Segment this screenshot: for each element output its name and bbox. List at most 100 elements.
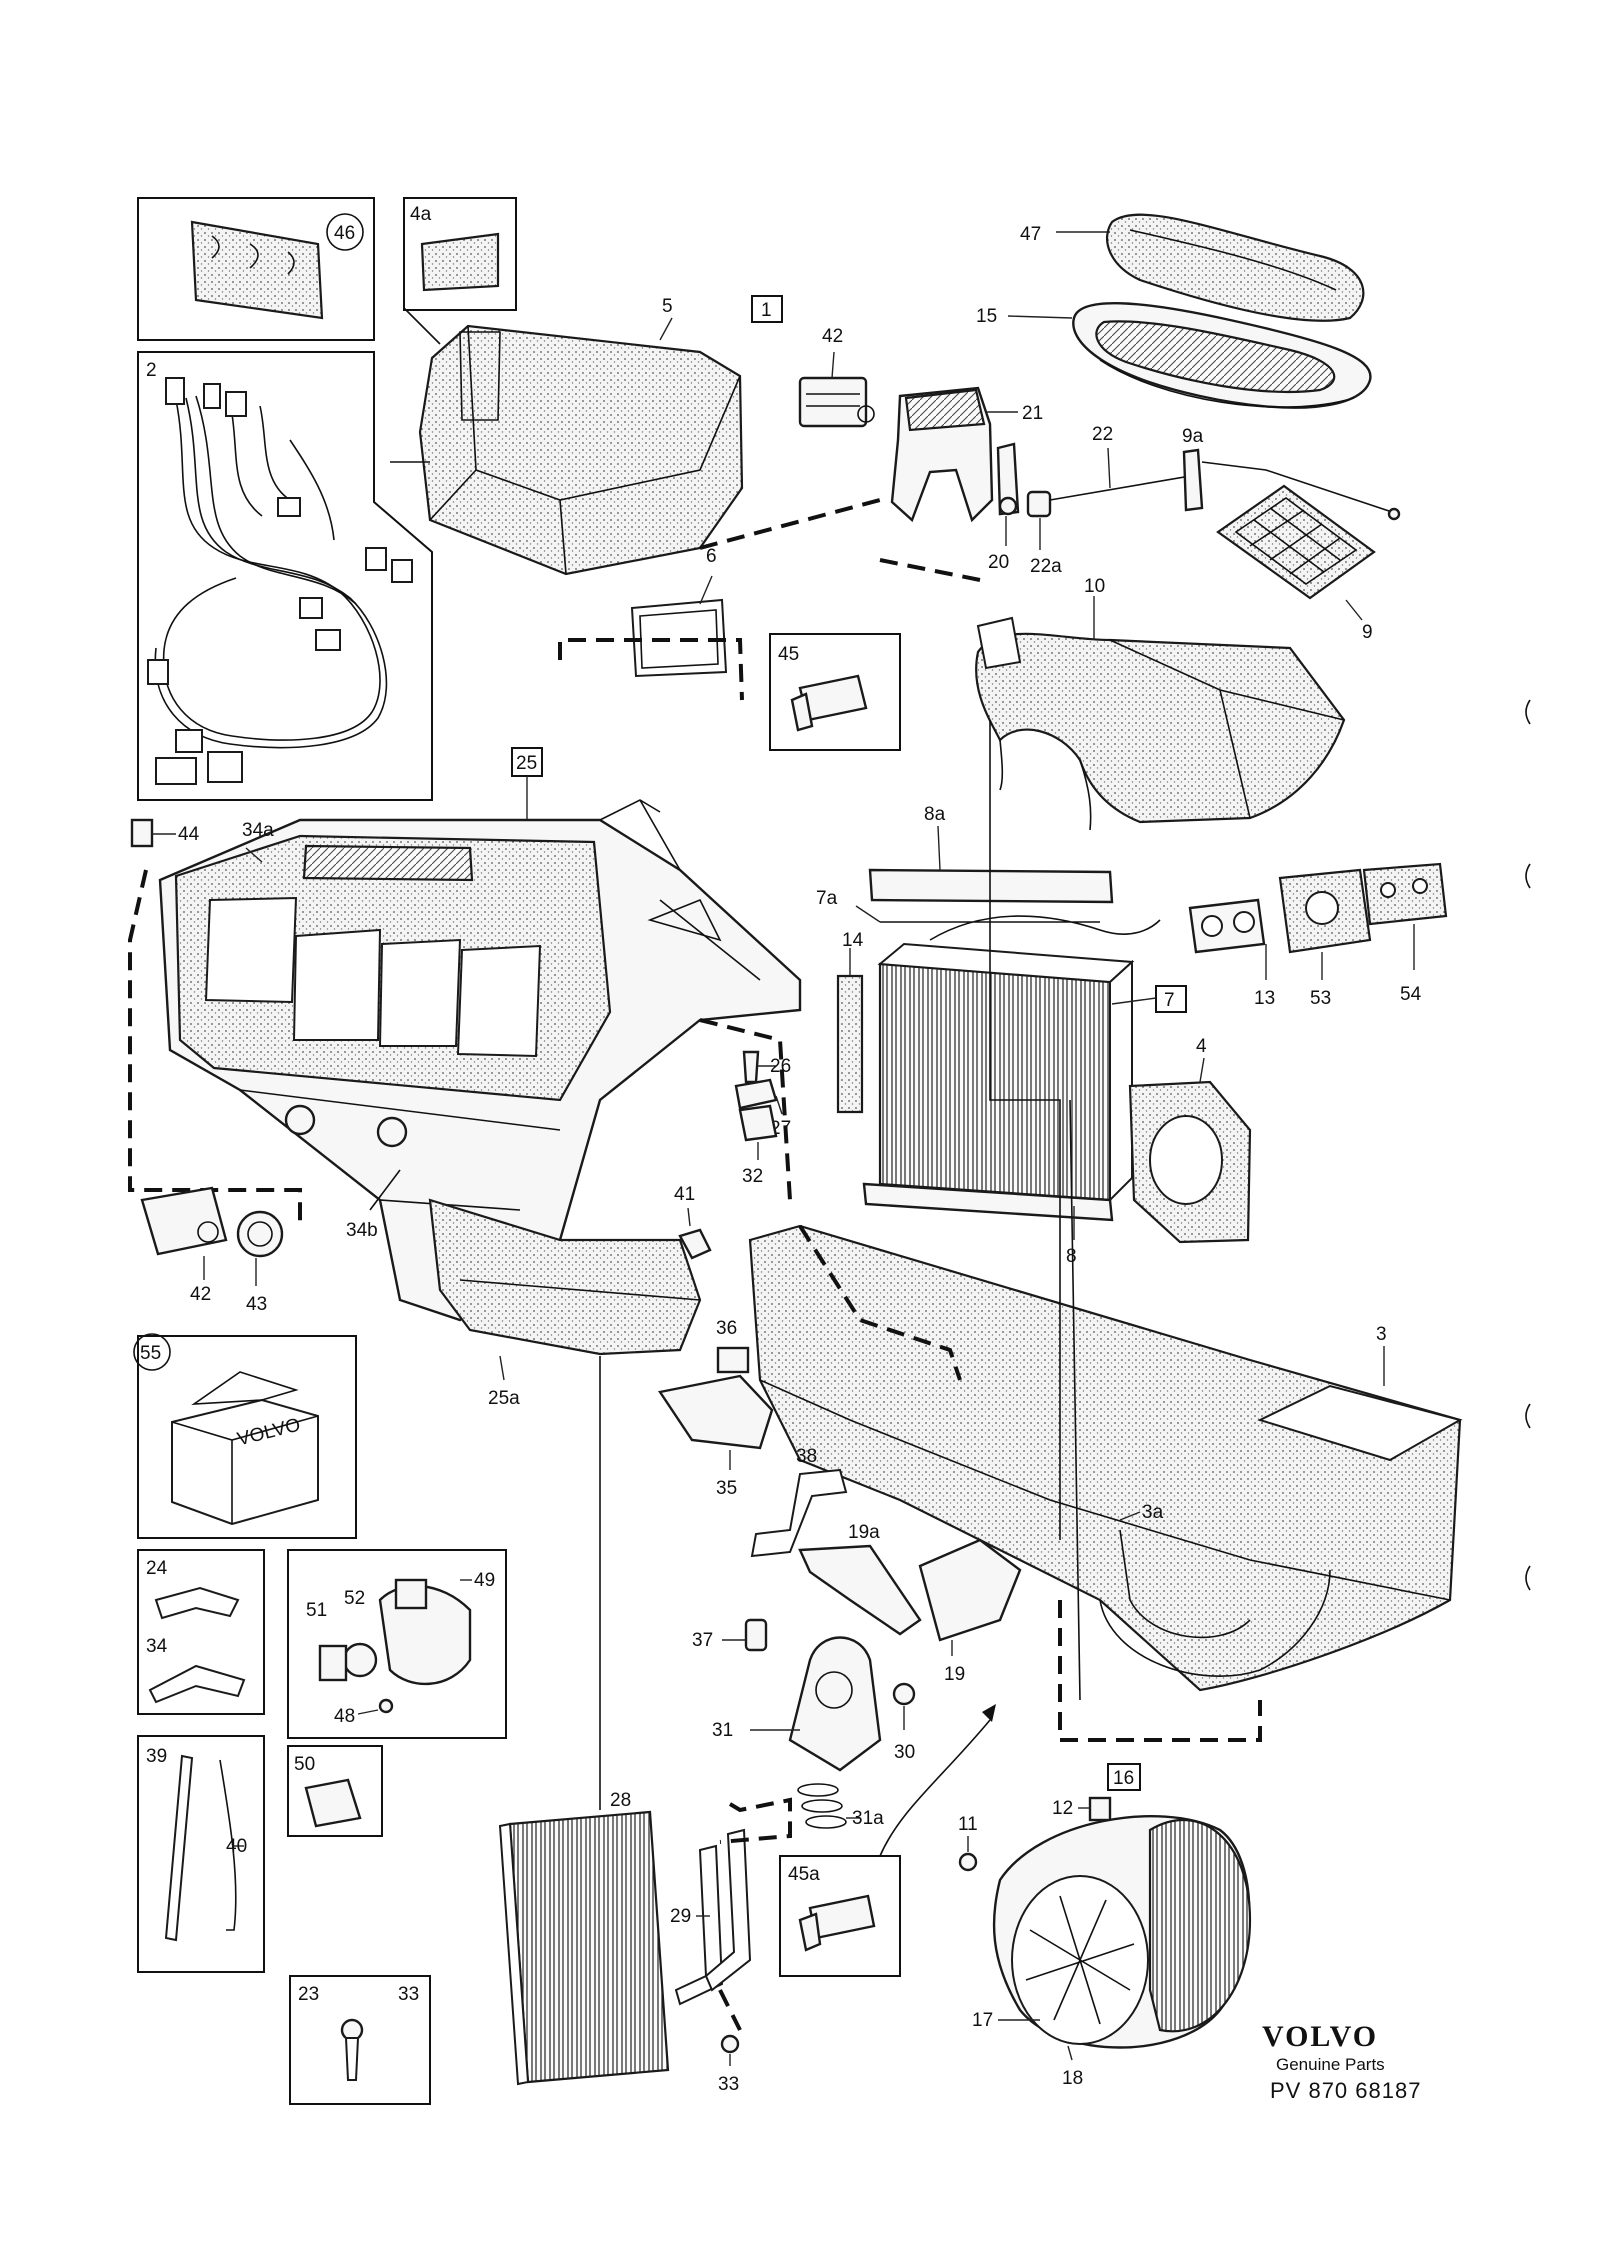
svg-text:16: 16 — [1113, 1768, 1134, 1789]
callout-l31: 31 — [712, 1720, 733, 1741]
inset-panel-49-52: 49 51 52 48 — [287, 1549, 507, 1739]
part-12-clip: 12 — [1052, 1796, 1112, 1822]
callout-l26: 26 — [770, 1056, 791, 1077]
inset-panel-4a: 4a — [403, 197, 517, 311]
boxed-label-16: 16 — [1107, 1763, 1141, 1791]
callout-l22: 22 — [1092, 424, 1113, 445]
inset-panel-23-33: 23 33 — [289, 1975, 431, 2105]
callout-l14: 14 — [842, 930, 864, 951]
callout-c55: 55 — [140, 1343, 161, 1364]
inset-panel-2-wiring-harness: 2 — [137, 351, 433, 801]
part-14-seal-strip: 14 — [836, 930, 864, 1114]
callout-l20: 20 — [988, 552, 1009, 573]
callout-l8: 8 — [1066, 1246, 1077, 1267]
part-22-rod: 22 — [1049, 424, 1195, 501]
part-29-pipes: 29 — [670, 1828, 752, 2006]
brand-name: VOLVO — [1262, 2020, 1378, 2053]
svg-text:1: 1 — [761, 300, 772, 321]
callout-l19a: 19a — [848, 1522, 880, 1543]
part-15-frame: 15 — [976, 302, 1372, 409]
callout-l34a: 34a — [242, 820, 274, 841]
callout-l9: 9 — [1362, 622, 1373, 643]
part-38-drain-hose: 38 — [750, 1446, 848, 1558]
inset-panel-45: 45 — [769, 633, 901, 751]
callout-l33a: 33 — [398, 1984, 419, 2005]
part-31a-o-rings: 31a — [797, 1783, 884, 1829]
part-28-heater-core: 28 — [498, 1356, 670, 2086]
part-7-evaporator: 7 — [862, 942, 1187, 1222]
guide-line-pipes — [718, 1797, 792, 2031]
callout-l42b: 42 — [190, 1284, 211, 1305]
callout-l48: 48 — [334, 1706, 355, 1727]
callout-l4a: 4a — [410, 204, 432, 225]
part-32-clip: 32 — [738, 1104, 778, 1187]
callout-l40: 40 — [226, 1836, 247, 1857]
callout-l13: 13 — [1254, 988, 1275, 1009]
part-9-grille: 9 — [1216, 484, 1376, 643]
part-30-washer: 30 — [892, 1682, 916, 1763]
callout-l4: 4 — [1196, 1036, 1207, 1057]
part-31-water-valve: 31 — [712, 1636, 882, 1772]
callout-l37: 37 — [692, 1630, 713, 1651]
callout-l44: 44 — [178, 824, 200, 845]
callout-l41: 41 — [674, 1184, 695, 1205]
callout-l5: 5 — [662, 296, 673, 317]
callout-l53: 53 — [1310, 988, 1331, 1009]
callout-l2: 2 — [146, 360, 157, 381]
part-54-plate: 54 — [1362, 862, 1448, 1005]
callout-l54: 54 — [1400, 984, 1422, 1005]
callout-l18: 18 — [1062, 2068, 1083, 2089]
callout-l21: 21 — [1022, 403, 1043, 424]
callout-l12: 12 — [1052, 1798, 1073, 1819]
brand-subtitle: Genuine Parts — [1276, 2055, 1385, 2074]
callout-l31a: 31a — [852, 1808, 884, 1829]
callout-l23: 23 — [298, 1984, 319, 2005]
part-35-bracket: 35 — [658, 1374, 774, 1499]
callout-l11: 11 — [958, 1814, 978, 1835]
part-20-lever: 20 — [988, 442, 1020, 573]
part-11-screw: 11 — [958, 1814, 978, 1872]
callout-l50: 50 — [294, 1754, 315, 1775]
svg-text:25: 25 — [516, 753, 537, 774]
callout-l45: 45 — [778, 644, 799, 665]
callout-l36: 36 — [716, 1318, 737, 1339]
callout-l24: 24 — [146, 1558, 168, 1579]
guide-line-case — [798, 1224, 1262, 1742]
part-43-gear: 43 — [236, 1210, 284, 1315]
callout-l15: 15 — [976, 306, 997, 327]
part-6-filter: 6 — [630, 546, 728, 678]
part-19-motor: 19 — [918, 1538, 1022, 1685]
callout-l3a: 3a — [1142, 1502, 1164, 1523]
part-21-damper-bracket: 21 — [890, 386, 1043, 523]
callout-l47: 47 — [1020, 224, 1041, 245]
part-47-seal: 47 — [1020, 213, 1365, 322]
binder-marks — [1525, 699, 1531, 1591]
callout-l10: 10 — [1084, 576, 1105, 597]
part-19a-bracket: 19a — [798, 1522, 922, 1636]
boxed-label-1: 1 — [751, 295, 783, 323]
part-13-grommet: 13 — [1188, 898, 1275, 1009]
part-3-lower-case: 3 3a — [748, 1224, 1463, 1692]
inset-panel-50: 50 — [287, 1745, 383, 1837]
callout-l25a: 25a — [488, 1388, 520, 1409]
guide-line-thin-vertical — [989, 720, 1081, 1701]
callout-l39: 39 — [146, 1746, 167, 1767]
callout-l34b: 34b — [346, 1220, 378, 1241]
callout-l52: 52 — [344, 1588, 365, 1609]
part-8a-cover: 8a — [868, 804, 1114, 904]
part-4-ring: 4 — [1128, 1036, 1252, 1244]
inset-panel-39-40: 39 40 — [137, 1735, 265, 1973]
callout-c46: 46 — [334, 223, 355, 244]
callout-l22a: 22a — [1030, 556, 1062, 577]
callout-l28: 28 — [610, 1790, 631, 1811]
callout-l30: 30 — [894, 1742, 915, 1763]
part-5-upper-housing: 5 — [390, 296, 744, 576]
part-42-actuator: 42 — [798, 326, 875, 428]
part-17-blower-fan: 17 — [972, 1815, 1252, 2049]
callout-l33b: 33 — [718, 2074, 739, 2095]
callout-l38: 38 — [796, 1446, 817, 1467]
part-22a-bushing: 22a — [1026, 490, 1062, 577]
inset-panel-45a: 45a — [779, 1704, 996, 1977]
callout-l35: 35 — [716, 1478, 737, 1499]
callout-l7a: 7a — [816, 888, 838, 909]
